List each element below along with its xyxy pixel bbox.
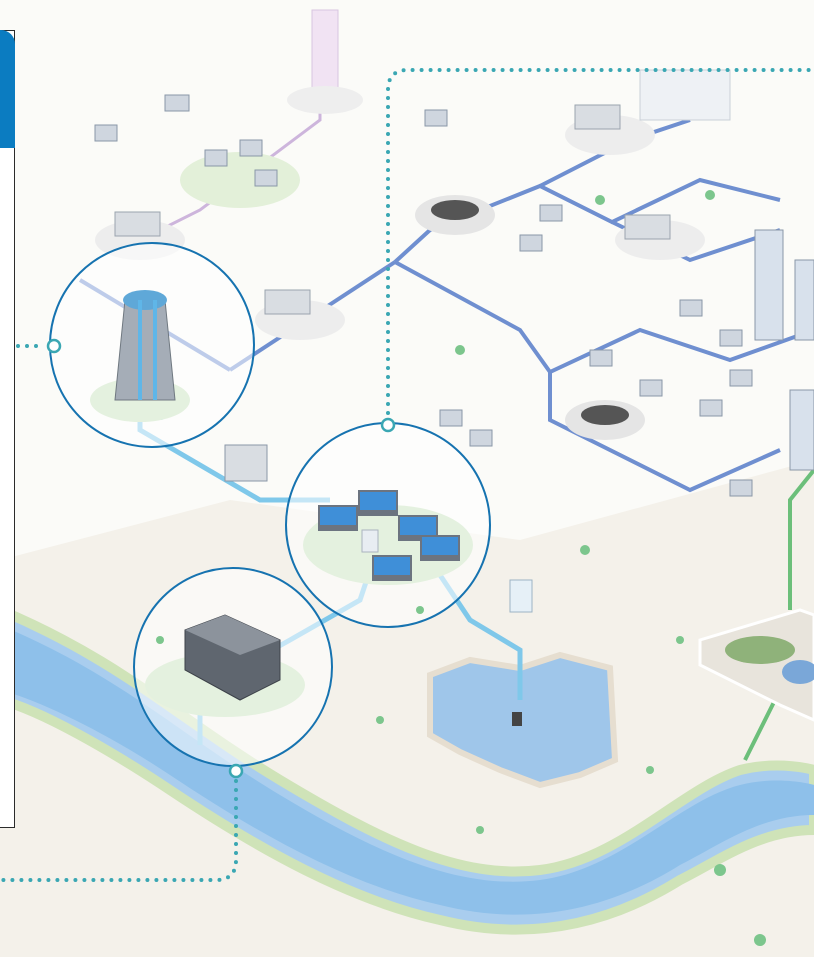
- purple-pipe: [139, 60, 322, 242]
- wastewater-plant: [698, 608, 814, 722]
- pump-station: [95, 104, 705, 340]
- factory-icon: [639, 69, 731, 121]
- control-building: [224, 444, 268, 482]
- settling-tank-2: [782, 660, 814, 684]
- callout-treatment-plant[interactable]: [285, 417, 491, 628]
- reservoir-icon: [427, 651, 619, 789]
- tree-icon: [156, 190, 766, 946]
- house-grid: [424, 109, 753, 497]
- treatment-plant-icon: [318, 490, 460, 581]
- callout-water-tower[interactable]: [46, 242, 255, 448]
- apartment-icon: [754, 229, 814, 471]
- water-tower-icon: [114, 299, 176, 401]
- settling-tank: [725, 636, 795, 664]
- river-water: [0, 625, 814, 915]
- side-panel: [0, 30, 15, 828]
- side-panel-header: [0, 30, 15, 148]
- water-tower-icon: [311, 9, 339, 101]
- house-icon: [204, 149, 228, 167]
- tanks: [415, 195, 645, 613]
- reservoir-pump: [512, 712, 522, 726]
- callout-intake-pump-station[interactable]: [133, 567, 333, 779]
- house-cluster: [94, 94, 300, 208]
